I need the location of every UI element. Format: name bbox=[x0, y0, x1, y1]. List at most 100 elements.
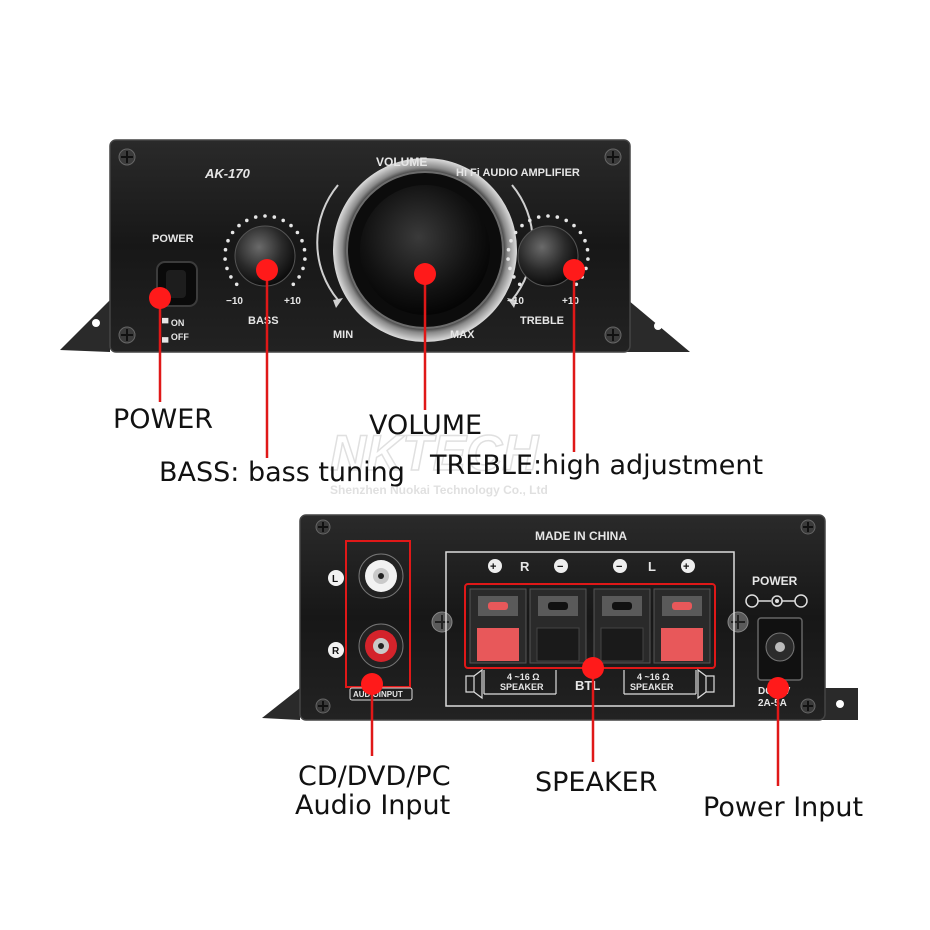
scale-dot bbox=[295, 230, 300, 235]
treble-marker bbox=[563, 259, 585, 281]
scale-dot bbox=[555, 215, 560, 219]
scale-dot bbox=[574, 282, 579, 287]
scale-dot bbox=[508, 266, 512, 271]
scale-dot bbox=[300, 238, 304, 243]
speaker-terminal-r-plus[interactable] bbox=[469, 588, 527, 664]
scale-dot bbox=[223, 247, 228, 252]
scale-dot bbox=[253, 215, 258, 219]
scale-dot bbox=[572, 223, 576, 228]
svg-text:−: − bbox=[557, 561, 563, 573]
volume-knob[interactable] bbox=[316, 158, 534, 342]
bass-marker bbox=[256, 259, 278, 281]
rca-jack-left[interactable] bbox=[358, 553, 404, 599]
bass-min: −10 bbox=[226, 296, 243, 307]
svg-text:−: − bbox=[616, 561, 622, 573]
rear-power-label: POWER bbox=[752, 574, 798, 588]
speaker-terminal-l-plus[interactable] bbox=[653, 588, 711, 664]
scale-dot bbox=[303, 257, 307, 261]
impedance-right: 4 ~16 Ω bbox=[637, 672, 670, 682]
power-input-caption: Power Input bbox=[703, 792, 864, 823]
treble-label: TREBLE bbox=[520, 315, 564, 327]
svg-text:+: + bbox=[490, 561, 496, 573]
treble-knob[interactable] bbox=[506, 214, 590, 287]
bass-max: +10 bbox=[284, 296, 301, 307]
svg-text:+: + bbox=[683, 561, 689, 573]
audio-input-caption-line1: CD/DVD/PC bbox=[298, 761, 451, 792]
svg-text:R: R bbox=[520, 559, 530, 574]
svg-text:L: L bbox=[648, 559, 656, 574]
rca-jack-right[interactable] bbox=[358, 623, 404, 669]
brand-line: Hi Fi AUDIO AMPLIFIER bbox=[456, 167, 580, 179]
scale-dot bbox=[584, 266, 588, 271]
watermark: NKTECH Shenzhen Nuokai Technology Co., L… bbox=[329, 424, 548, 497]
faceplate-screws bbox=[118, 148, 622, 344]
scale-dot bbox=[509, 238, 513, 243]
scale-dot bbox=[234, 282, 239, 287]
speaker-marker bbox=[582, 657, 604, 679]
scale-dot bbox=[506, 257, 510, 261]
scale-dot bbox=[517, 282, 522, 287]
current-rating: 2A-5A bbox=[758, 698, 787, 709]
switch-off: ▄ OFF bbox=[162, 332, 189, 343]
scale-dot bbox=[230, 230, 235, 235]
scale-dot bbox=[229, 275, 233, 279]
switch-on: ▀ ON bbox=[162, 317, 184, 328]
speaker-frame bbox=[445, 551, 735, 707]
audio-input-label: AUDIOINPUT bbox=[353, 690, 403, 699]
speaker-symbols bbox=[465, 668, 715, 700]
scale-dot bbox=[583, 238, 587, 243]
btl-label: BTL bbox=[575, 678, 600, 693]
scale-dot bbox=[546, 214, 550, 218]
rear-callouts bbox=[361, 657, 789, 786]
front-callouts bbox=[149, 259, 585, 458]
dc-power-jack[interactable] bbox=[757, 617, 803, 681]
polarity-icon bbox=[745, 594, 808, 608]
treble-min: −10 bbox=[507, 296, 524, 307]
scale-dot bbox=[301, 266, 305, 271]
watermark-logo: NKTECH bbox=[330, 425, 539, 481]
front-amplifier: AK-170 VOLUME Hi Fi AUDIO AMPLIFIER POWE… bbox=[60, 139, 690, 353]
scale-dot bbox=[586, 257, 590, 261]
bass-knob[interactable] bbox=[223, 214, 307, 287]
scale-dot bbox=[245, 218, 249, 223]
jack-l-label: L bbox=[332, 574, 338, 585]
audio-input-caption-line2: Audio Input bbox=[295, 790, 451, 821]
treble-caption: TREBLE:high adjustment bbox=[430, 450, 764, 481]
scale-dot bbox=[297, 275, 301, 279]
volume-marker bbox=[414, 263, 436, 285]
bass-caption: BASS: bass tuning bbox=[159, 457, 405, 488]
jack-r-label: R bbox=[332, 646, 340, 657]
speaker-caption: SPEAKER bbox=[535, 767, 658, 798]
speaker-left-label: SPEAKER bbox=[500, 682, 544, 692]
scale-dot bbox=[506, 247, 511, 252]
scale-dot bbox=[225, 266, 229, 271]
volume-title: VOLUME bbox=[376, 155, 427, 169]
audio-input-marker bbox=[361, 673, 383, 695]
scale-dot bbox=[513, 230, 518, 235]
volume-caption: VOLUME bbox=[369, 410, 483, 441]
scale-dot bbox=[226, 238, 230, 243]
volume-min: MIN bbox=[333, 329, 353, 341]
rear-left-flange bbox=[262, 688, 300, 720]
scale-dot bbox=[281, 218, 286, 223]
scale-dot bbox=[302, 247, 307, 252]
rear-screws bbox=[315, 519, 816, 714]
scale-dot bbox=[578, 230, 583, 235]
scale-dot bbox=[237, 223, 241, 228]
speaker-terminal-l-minus[interactable] bbox=[593, 588, 651, 664]
power-input-marker bbox=[767, 677, 789, 699]
scale-dot bbox=[528, 218, 532, 223]
volume-max: MAX bbox=[450, 329, 475, 341]
speaker-right-label: SPEAKER bbox=[630, 682, 674, 692]
bass-label: BASS bbox=[248, 315, 279, 327]
model-label: AK-170 bbox=[204, 166, 251, 181]
scale-dot bbox=[585, 247, 590, 252]
scale-dot bbox=[263, 214, 267, 218]
scale-dot bbox=[536, 215, 541, 219]
treble-max: +10 bbox=[562, 296, 579, 307]
speaker-terminal-r-minus[interactable] bbox=[529, 588, 587, 664]
scale-dot bbox=[520, 223, 524, 228]
power-label: POWER bbox=[152, 233, 194, 245]
scale-dot bbox=[223, 257, 227, 261]
